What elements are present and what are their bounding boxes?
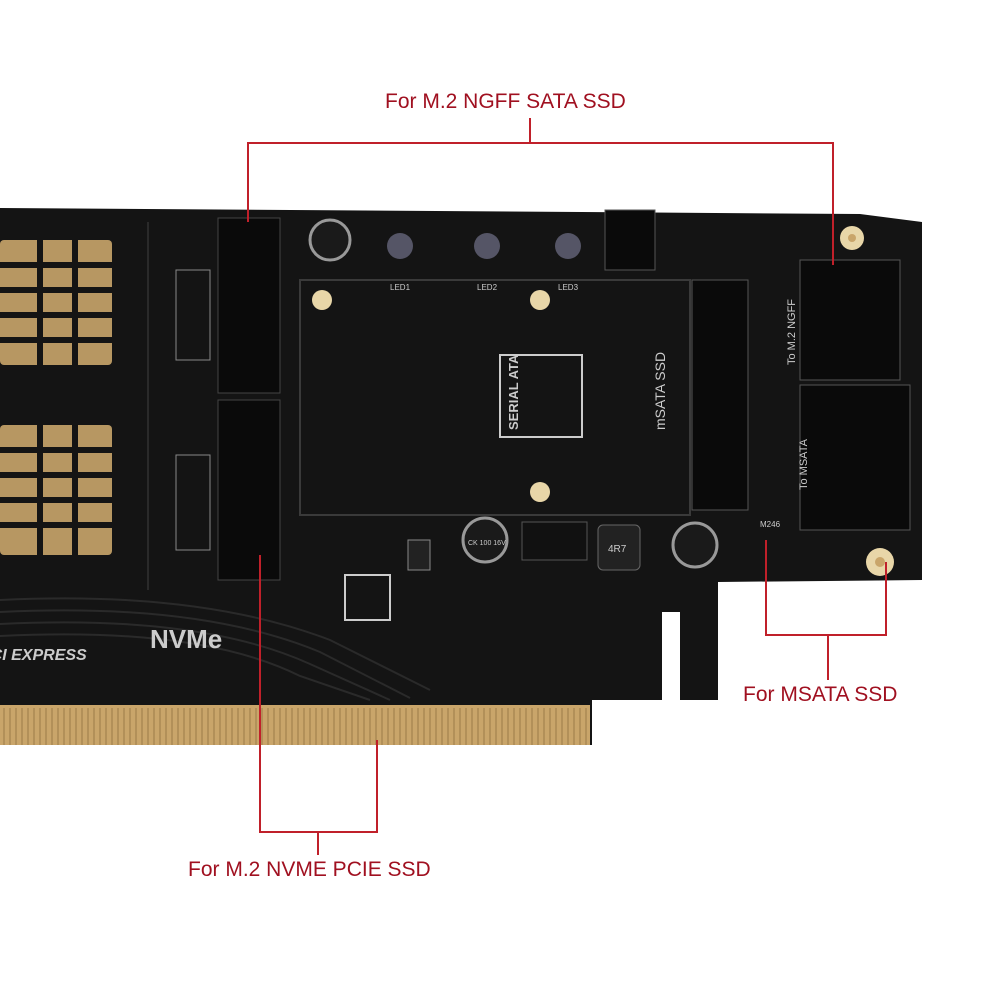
gold-finger-dividers (3, 708, 587, 745)
m2-slots (175, 209, 911, 581)
board-marking-m246: M246 (760, 520, 781, 529)
callout-lines (247, 118, 887, 855)
board-marking-serial-ata: SERIAL ATA (506, 354, 521, 430)
board-marking-led1: LED1 (390, 283, 411, 292)
callout-msata-ssd: For MSATA SSD (743, 683, 898, 706)
board-marking-cap: CK 100 16V (468, 540, 506, 547)
board-marking-nvme: NVMe (150, 624, 222, 654)
board-marking-led3: LED3 (558, 283, 579, 292)
board-marking-to-msata: To MSATA (798, 438, 810, 490)
board-marking-pci-express: PCI EXPRESS (0, 647, 87, 664)
pcb-traces (0, 222, 691, 701)
gold-fingers (0, 705, 590, 745)
board-marking-msata-ssd: mSATA SSD (652, 352, 668, 430)
gold-pad-grid (0, 240, 112, 555)
callout-ngff-sata-ssd: For M.2 NGFF SATA SSD (385, 90, 626, 113)
board-marking-to-ngff: To M.2 NGFF (786, 299, 798, 365)
pcb-board (0, 208, 922, 745)
components (308, 218, 894, 621)
board-marking-inductor: 4R7 (608, 544, 627, 555)
board-marking-led2: LED2 (477, 283, 498, 292)
callout-nvme-pcie-ssd: For M.2 NVME PCIE SSD (188, 858, 431, 881)
